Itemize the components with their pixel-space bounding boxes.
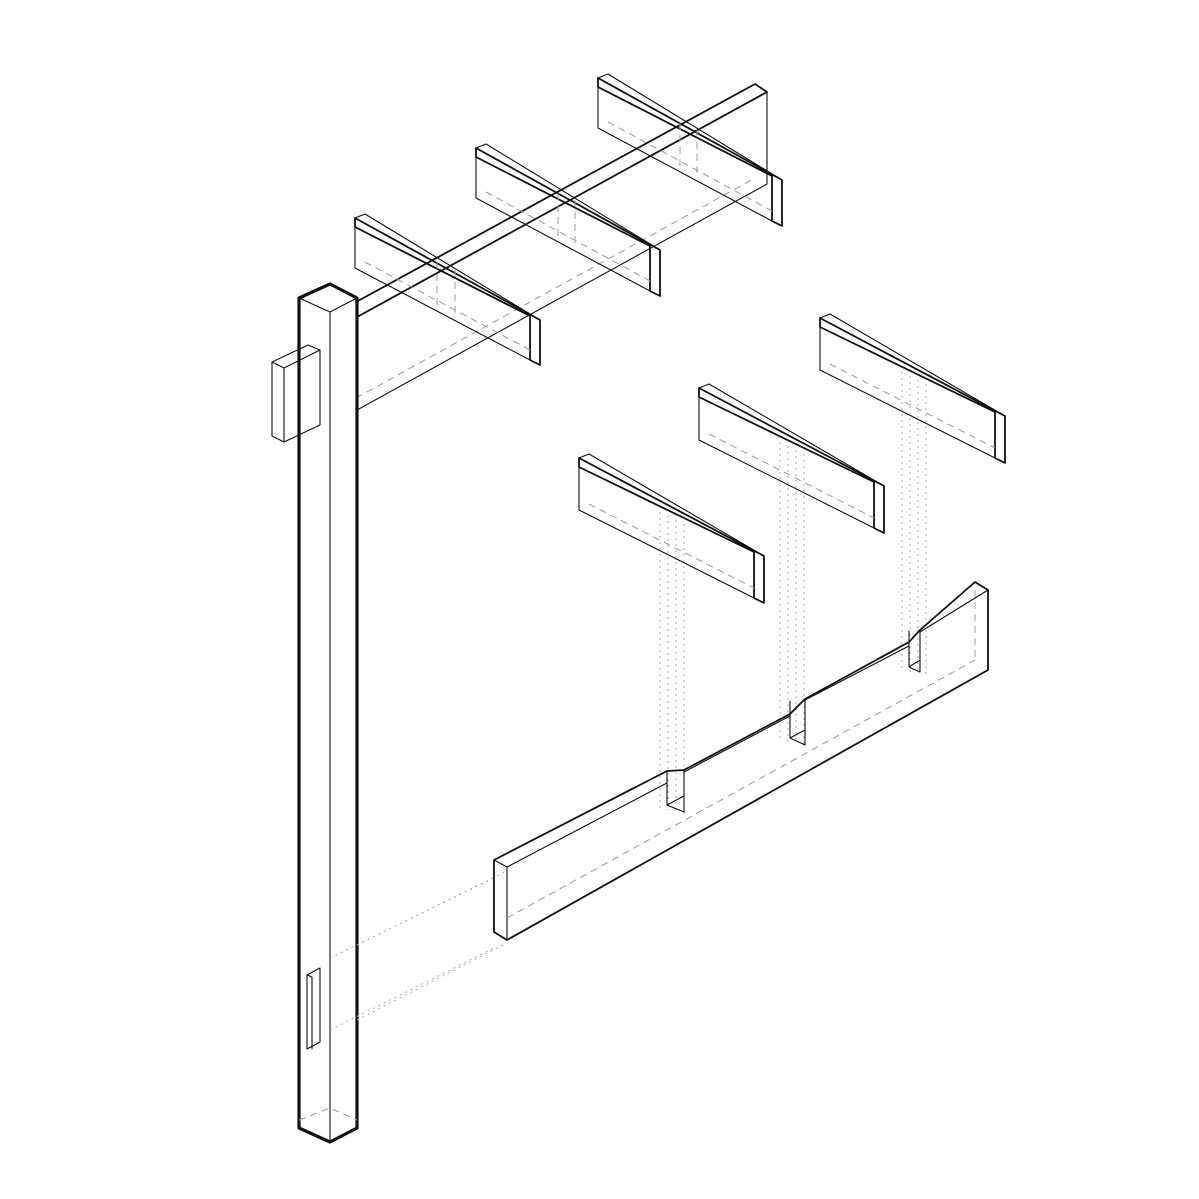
lower-rafter-3-hidden (829, 363, 996, 449)
top-rafter-1-face (354, 226, 531, 361)
top-rafter-1-top (354, 213, 541, 321)
lower-rafter-1-face (578, 466, 755, 599)
lower-rafter-2-outline (698, 387, 885, 534)
rafter-5-drop-lines (779, 442, 805, 746)
lower-rafter-1-outline (578, 457, 765, 604)
post-to-beam-projection (329, 871, 506, 1031)
top-rafter-3 (597, 73, 783, 227)
lower-beam (493, 581, 989, 941)
lower-beam-outline (493, 581, 989, 941)
top-rafter-3-top (597, 73, 783, 181)
top-rafter-1-hidden (364, 261, 531, 351)
lower-rafter-3 (819, 313, 1006, 464)
lower-rafter-2-face (698, 396, 875, 529)
top-beam (271, 83, 768, 443)
top-beam-tenon (271, 344, 321, 443)
notch-3 (908, 629, 921, 673)
lower-rafter-1-top (578, 453, 765, 557)
lower-rafter-3-outline (819, 317, 1006, 464)
post-hidden-base (298, 1107, 358, 1121)
lower-rafter-2-hidden (708, 433, 875, 519)
top-rafter-2 (475, 143, 661, 297)
top-beam-tenon-edges (271, 349, 321, 443)
notch-1 (666, 769, 685, 813)
projection-lines (329, 372, 927, 1031)
lower-beam-top-edge (506, 589, 989, 868)
top-rafter-3-face (597, 86, 773, 222)
notch-2 (789, 698, 806, 746)
post-outline (297, 282, 359, 1144)
lower-rafter-2 (698, 383, 885, 534)
top-beam-face (356, 91, 768, 411)
post-mortise (306, 967, 321, 1050)
top-beam-hidden-edge (355, 177, 756, 399)
top-rafter-1 (354, 213, 541, 366)
lower-rafter-2-top (698, 383, 885, 487)
top-rafter-2-face (475, 156, 651, 292)
post (297, 282, 359, 1144)
top-rafter-3-hidden (607, 121, 773, 212)
top-rafter-3-outline (597, 77, 783, 227)
top-rafter-2-top (475, 143, 661, 251)
top-rafter-2-hidden (485, 191, 651, 282)
top-rafter-1-outline (354, 217, 541, 366)
lower-rafter-1 (578, 453, 765, 604)
lower-beam-hidden (506, 590, 976, 919)
lower-rafter-1-hidden (588, 503, 755, 589)
lower-beam-end (493, 859, 508, 941)
lower-rafter-3-face (819, 326, 996, 459)
lower-rafter-3-top (819, 313, 1006, 417)
post-edges (298, 297, 358, 1143)
